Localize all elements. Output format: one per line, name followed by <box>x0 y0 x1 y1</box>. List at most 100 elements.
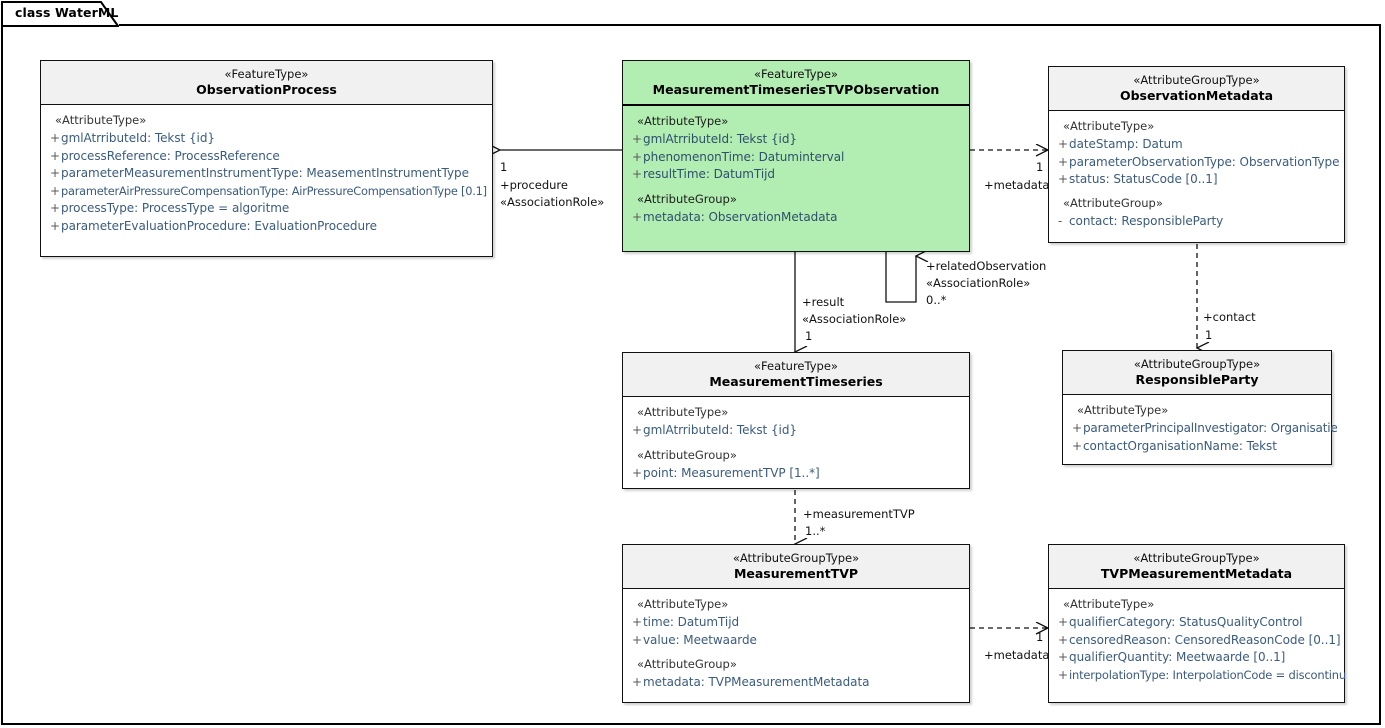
visibility-marker: + <box>50 131 61 145</box>
class-stereotype: «AttributeGroupType» <box>1133 357 1261 371</box>
visibility-marker: + <box>50 183 61 198</box>
attribute-row: + phenomenonTime: Datuminterval <box>623 149 969 167</box>
class-header-measurement-timeseries-tvp-observation: «FeatureType» MeasurementTimeseriesTVPOb… <box>623 61 969 106</box>
connector-label-measurement-tvp-multiplicity: 1..* <box>805 524 826 538</box>
attribute-row: + point: MeasurementTVP [1..*] <box>623 465 969 483</box>
class-name: MeasurementTimeseries <box>709 374 883 389</box>
attribute-text: parameterEvaluationProcedure: Evaluation… <box>61 218 377 233</box>
attribute-group-label: «AttributeType» <box>1077 403 1169 417</box>
connector-label-related-observation-stereotype: «AssociationRole» <box>926 276 1031 290</box>
attribute-row: + parameterAirPressureCompensationType: … <box>41 183 492 201</box>
connector-label-related-observation-multiplicity: 0..* <box>926 293 947 307</box>
attribute-text: value: Meetwaarde <box>643 632 757 647</box>
class-stereotype: «AttributeGroupType» <box>1133 551 1260 565</box>
visibility-marker: + <box>1058 667 1069 682</box>
attribute-row: + processReference: ProcessReference <box>41 148 492 166</box>
attribute-group-label: «AttributeGroup» <box>637 447 737 462</box>
class-box-measurement-timeseries-tvp-observation[interactable]: «FeatureType» MeasurementTimeseriesTVPOb… <box>622 60 970 252</box>
connector-label-measurement-tvp-role: +measurementTVP <box>803 507 915 521</box>
attribute-text: gmlAtrributeId: Tekst {id} <box>643 132 797 146</box>
attribute-row: + status: StatusCode [0..1] <box>1049 171 1344 189</box>
connector-label-procedure-multiplicity: 1 <box>500 160 508 174</box>
visibility-marker: + <box>632 132 643 146</box>
visibility-marker: + <box>632 423 643 437</box>
attribute-text: phenomenonTime: Datuminterval <box>643 149 845 164</box>
attribute-group-label: «AttributeType» <box>55 113 147 127</box>
class-box-responsible-party[interactable]: «AttributeGroupType» ResponsibleParty «A… <box>1062 350 1338 465</box>
attribute-row: + metadata: TVPMeasurementMetadata <box>623 674 969 692</box>
attribute-group-label: «AttributeGroup» <box>637 191 737 206</box>
visibility-marker: + <box>632 465 643 480</box>
diagram-frame <box>1 24 1381 725</box>
attribute-row: + processType: ProcessType = algoritme <box>41 200 492 218</box>
visibility-marker: + <box>1058 615 1069 629</box>
attribute-group-label: «AttributeGroup» <box>1063 195 1163 210</box>
visibility-marker: + <box>632 167 643 181</box>
class-header-tvp-measurement-metadata: «AttributeGroupType» TVPMeasurementMetad… <box>1049 545 1344 589</box>
class-box-measurement-timeseries[interactable]: «FeatureType» MeasurementTimeseries «Att… <box>622 352 970 489</box>
class-stereotype: «FeatureType» <box>754 67 838 81</box>
class-stereotype: «AttributeGroupType» <box>1133 73 1260 87</box>
attribute-text: gmlAtrributeId: Tekst {id} <box>61 131 215 145</box>
class-body-responsible-party: «AttributeType» + parameterPrincipalInve… <box>1063 395 1338 461</box>
attribute-text: resultTime: DatumTijd <box>643 167 775 181</box>
attribute-group-label: «AttributeType» <box>1063 597 1155 611</box>
attribute-row: + parameterObservationType: ObservationT… <box>1049 154 1344 172</box>
attribute-row: + qualifierQuantity: Meetwaarde [0..1] <box>1049 649 1344 667</box>
class-stereotype: «FeatureType» <box>754 359 838 373</box>
attribute-text: dateStamp: Datum <box>1069 137 1183 151</box>
attribute-row: + gmlAtrributeId: Tekst {id} <box>41 130 492 148</box>
class-header-observation-process: «FeatureType» ObservationProcess <box>41 61 492 105</box>
visibility-marker: + <box>1058 137 1069 151</box>
attribute-text: parameterMeasurementInstrumentType: Meas… <box>61 166 469 180</box>
connector-label-result-stereotype: «AssociationRole» <box>802 312 907 326</box>
attribute-text: metadata: TVPMeasurementMetadata <box>643 675 870 689</box>
class-body-measurement-timeseries-tvp-observation: «AttributeType» + gmlAtrributeId: Tekst … <box>623 106 969 232</box>
visibility-marker: + <box>50 148 61 163</box>
connector-label-procedure-stereotype: «AssociationRole» <box>500 195 605 209</box>
class-box-tvp-measurement-metadata[interactable]: «AttributeGroupType» TVPMeasurementMetad… <box>1048 544 1346 703</box>
class-name: MeasurementTVP <box>733 566 859 581</box>
diagram-title: class WaterML <box>15 5 119 20</box>
attribute-row: - contact: ResponsibleParty <box>1049 213 1344 231</box>
class-name: ObservationMetadata <box>1119 88 1274 103</box>
attribute-row: + metadata: ObservationMetadata <box>623 209 969 227</box>
attribute-text: processReference: ProcessReference <box>61 148 280 163</box>
attribute-text: parameterPrincipalInvestigator: Organisa… <box>1083 421 1338 435</box>
connector-label-result-role: +result <box>802 295 845 309</box>
class-box-observation-metadata[interactable]: «AttributeGroupType» ObservationMetadata… <box>1048 66 1345 243</box>
class-name: TVPMeasurementMetadata <box>1100 566 1293 581</box>
attribute-text: contactOrganisationName: Tekst <box>1083 438 1277 453</box>
class-name: ObservationProcess <box>196 82 337 97</box>
class-stereotype: «FeatureType» <box>224 67 309 81</box>
class-header-measurement-tvp: «AttributeGroupType» MeasurementTVP <box>623 545 969 589</box>
attribute-text: censoredReason: CensoredReasonCode [0..1… <box>1069 632 1341 647</box>
class-box-measurement-tvp[interactable]: «AttributeGroupType» MeasurementTVP «Att… <box>622 544 970 703</box>
attribute-text: point: MeasurementTVP [1..*] <box>643 465 820 480</box>
attribute-row: + gmlAtrributeId: Tekst {id} <box>623 422 969 440</box>
class-header-observation-metadata: «AttributeGroupType» ObservationMetadata <box>1049 67 1344 111</box>
class-body-tvp-measurement-metadata: «AttributeType» + qualifierCategory: Sta… <box>1049 589 1346 690</box>
connector-label-metadata-observation-multiplicity: 1 <box>1036 160 1044 174</box>
attribute-row: + gmlAtrributeId: Tekst {id} <box>623 131 969 149</box>
visibility-marker: + <box>632 209 643 224</box>
attribute-text: time: DatumTijd <box>643 615 740 629</box>
class-body-measurement-timeseries: «AttributeType» + gmlAtrributeId: Tekst … <box>623 397 969 488</box>
attribute-text: parameterAirPressureCompensationType: Ai… <box>61 183 487 198</box>
class-name: MeasurementTimeseriesTVPObservation <box>652 82 940 97</box>
visibility-marker: + <box>1058 172 1069 186</box>
attribute-row: + value: Meetwaarde <box>623 632 969 650</box>
class-name: ResponsibleParty <box>1135 372 1259 387</box>
class-box-observation-process[interactable]: «FeatureType» ObservationProcess «Attrib… <box>40 60 493 257</box>
visibility-marker: - <box>1058 213 1063 228</box>
attribute-text: qualifierQuantity: Meetwaarde [0..1] <box>1069 650 1286 664</box>
connector-label-metadata-tvp-role: +metadata <box>984 648 1050 662</box>
attribute-text: metadata: ObservationMetadata <box>643 209 838 224</box>
connector-label-metadata-observation-role: +metadata <box>984 178 1050 192</box>
connector-label-contact-role: +contact <box>1203 310 1256 324</box>
visibility-marker: + <box>50 201 61 215</box>
attribute-text: gmlAtrributeId: Tekst {id} <box>643 423 797 437</box>
attribute-row: + parameterPrincipalInvestigator: Organi… <box>1063 420 1338 438</box>
visibility-marker: + <box>632 675 643 689</box>
